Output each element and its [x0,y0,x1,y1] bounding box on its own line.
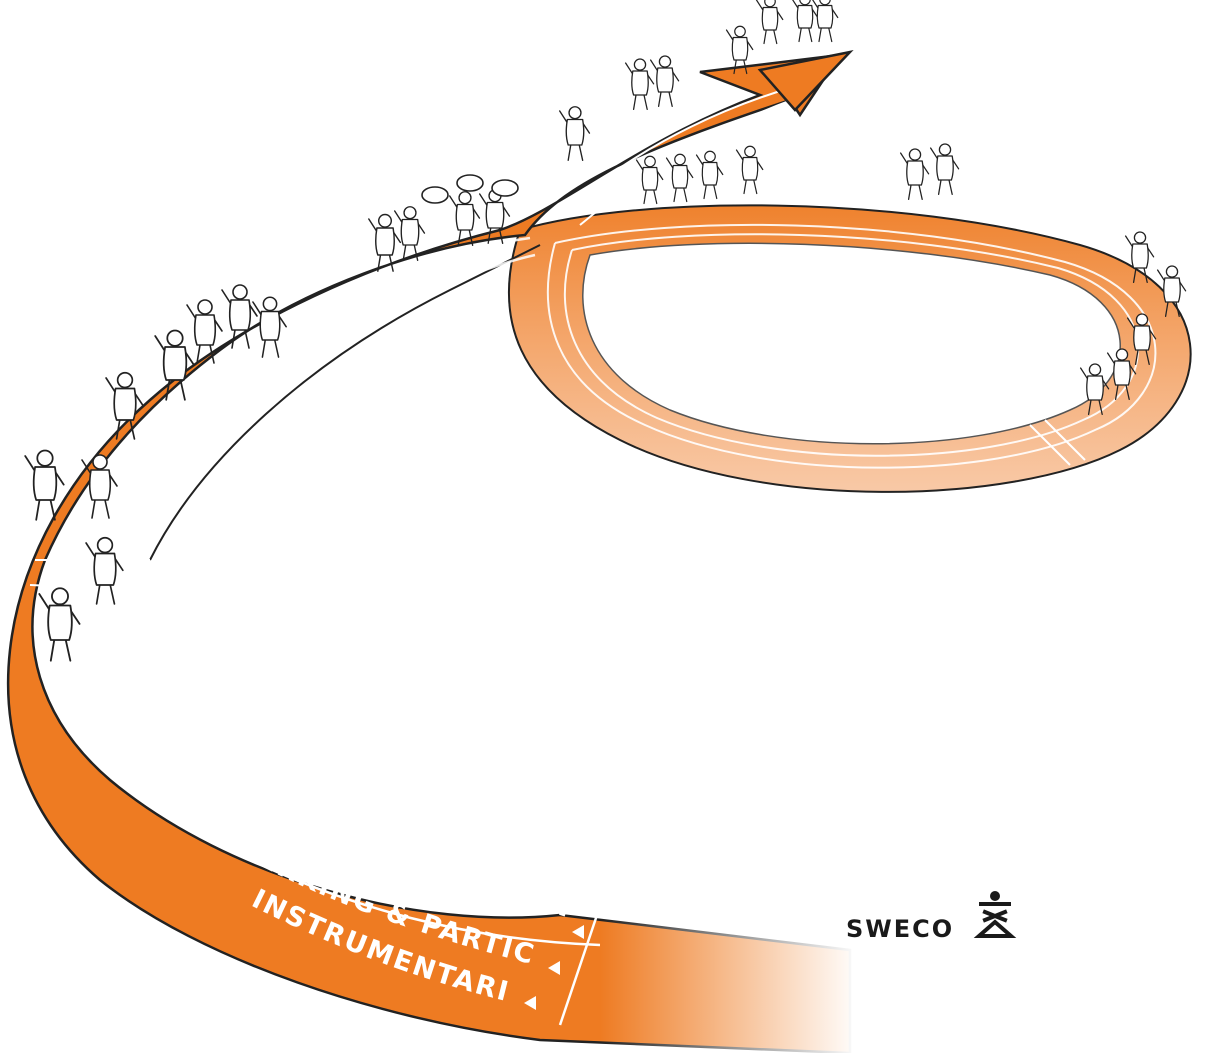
person-figure [929,143,960,196]
person-figure [649,55,680,108]
person-figure [85,536,124,605]
track-end-fade [600,890,860,1053]
person-figure [24,449,65,521]
triangle-left-icon [548,961,560,975]
person-figure [154,329,195,401]
triangle-left-icon [524,996,536,1010]
person-figure [1126,313,1157,366]
person-figure [665,153,694,203]
sweco-figure-icon [973,891,1017,938]
person-figure [252,296,287,358]
logo-text: SWECO [846,915,954,943]
person-figure [186,299,223,364]
person-figure [105,371,144,440]
person-figure [792,0,819,43]
person-figure [812,0,839,43]
person-figure [449,191,481,246]
speech-bubble-icon [491,179,519,197]
person-figure [899,148,930,201]
person-figure [635,155,664,205]
person-figure [368,213,402,272]
person-figure [725,25,754,75]
person-figure [559,106,591,161]
person-figure [624,58,655,111]
person-figure [735,145,764,195]
sweco-logo: SWECO [846,891,1017,943]
person-figure [394,206,426,261]
person-figure [81,454,118,519]
person-figure [695,150,724,200]
person-figure [38,587,81,662]
people-group [24,0,1187,662]
arrow-icon [757,50,854,112]
person-figure [755,0,784,45]
speech-bubble-icon [421,186,449,204]
person-figure [221,284,258,349]
person-figure [1106,348,1137,401]
speech-bubble-icon [456,174,484,192]
person-figure [1079,363,1110,416]
triangle-left-icon [572,925,584,939]
far-track-loop [507,204,1192,493]
person-figure [1124,231,1155,284]
person-figure [1156,265,1187,318]
